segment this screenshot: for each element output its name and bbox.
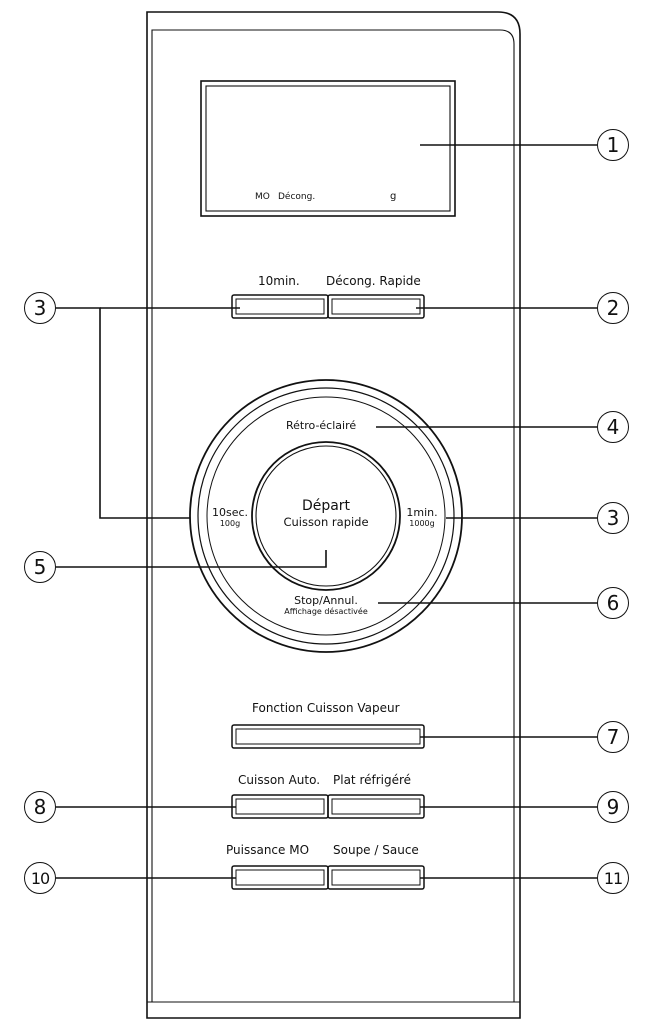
dial-right-sub: 1000g bbox=[409, 519, 435, 528]
quick-defrost-label: Décong. Rapide bbox=[326, 274, 421, 288]
stop-cancel-sub: Affichage désactivée bbox=[284, 607, 368, 616]
display-defrost-label: Décong. bbox=[278, 192, 316, 202]
callout-3-right: 3 bbox=[597, 502, 629, 534]
btn-frame-defrost-outer bbox=[327, 294, 425, 319]
quick-defrost-button[interactable] bbox=[328, 295, 424, 318]
callout-11: 11 bbox=[597, 862, 629, 894]
stop-cancel-main: Stop/Annul. bbox=[294, 594, 358, 607]
panel-inner-edge bbox=[151, 29, 515, 1003]
callout-8: 8 bbox=[24, 791, 56, 823]
btn-frame-10min-inner bbox=[235, 298, 325, 315]
ten-min-button[interactable] bbox=[232, 295, 328, 318]
dial-right-labels: 1min. 1000g bbox=[404, 507, 440, 528]
callout-6: 6 bbox=[597, 587, 629, 619]
display-unit-label: g bbox=[390, 191, 397, 202]
start-labels: Départ Cuisson rapide bbox=[266, 499, 386, 529]
steam-function-button[interactable] bbox=[232, 725, 424, 748]
callout-3-left: 3 bbox=[24, 292, 56, 324]
display-frame-outer bbox=[200, 80, 456, 217]
start-button-outer bbox=[251, 441, 401, 591]
panel-outline bbox=[146, 11, 521, 1019]
callout-1: 1 bbox=[597, 129, 629, 161]
steam-function-label: Fonction Cuisson Vapeur bbox=[252, 701, 400, 715]
dial-left-sub: 100g bbox=[219, 519, 241, 528]
callout-7: 7 bbox=[597, 721, 629, 753]
dial-left-main: 10sec. bbox=[212, 506, 249, 519]
dial-right-main: 1min. bbox=[406, 506, 438, 519]
leader-3-left bbox=[56, 307, 190, 519]
power-button[interactable] bbox=[232, 866, 328, 889]
callout-2: 2 bbox=[597, 292, 629, 324]
chilled-dish-button[interactable] bbox=[328, 795, 424, 818]
dial-ring-outer bbox=[189, 379, 463, 653]
dial-ring-inner bbox=[206, 396, 446, 636]
callout-9: 9 bbox=[597, 791, 629, 823]
callout-5: 5 bbox=[24, 551, 56, 583]
callout-4: 4 bbox=[597, 411, 629, 443]
dial-left-labels: 10sec. 100g bbox=[212, 507, 248, 528]
callout-10: 10 bbox=[24, 862, 56, 894]
stop-cancel-labels: Stop/Annul. Affichage désactivée bbox=[276, 595, 376, 616]
auto-cook-label: Cuisson Auto. bbox=[238, 773, 321, 787]
dial-ring-mid bbox=[197, 387, 455, 645]
power-label: Puissance MO bbox=[226, 843, 310, 857]
display-mode-label: MO bbox=[255, 192, 270, 202]
soup-sauce-label: Soupe / Sauce bbox=[333, 843, 419, 857]
leader-5 bbox=[56, 550, 327, 568]
start-button-inner bbox=[255, 445, 397, 587]
backlit-label: Rétro-éclairé bbox=[286, 419, 357, 432]
leader-lines bbox=[56, 144, 597, 879]
start-quick-cook-button[interactable] bbox=[252, 442, 400, 590]
start-sub-label: Cuisson rapide bbox=[283, 515, 369, 529]
chilled-dish-label: Plat réfrigéré bbox=[333, 773, 412, 787]
btn-frame-defrost-inner bbox=[331, 298, 421, 315]
ten-min-label: 10min. bbox=[258, 274, 300, 288]
start-main-label: Départ bbox=[301, 498, 351, 514]
soup-sauce-button[interactable] bbox=[328, 866, 424, 889]
display-frame-inner bbox=[205, 85, 451, 212]
auto-cook-button[interactable] bbox=[232, 795, 328, 818]
